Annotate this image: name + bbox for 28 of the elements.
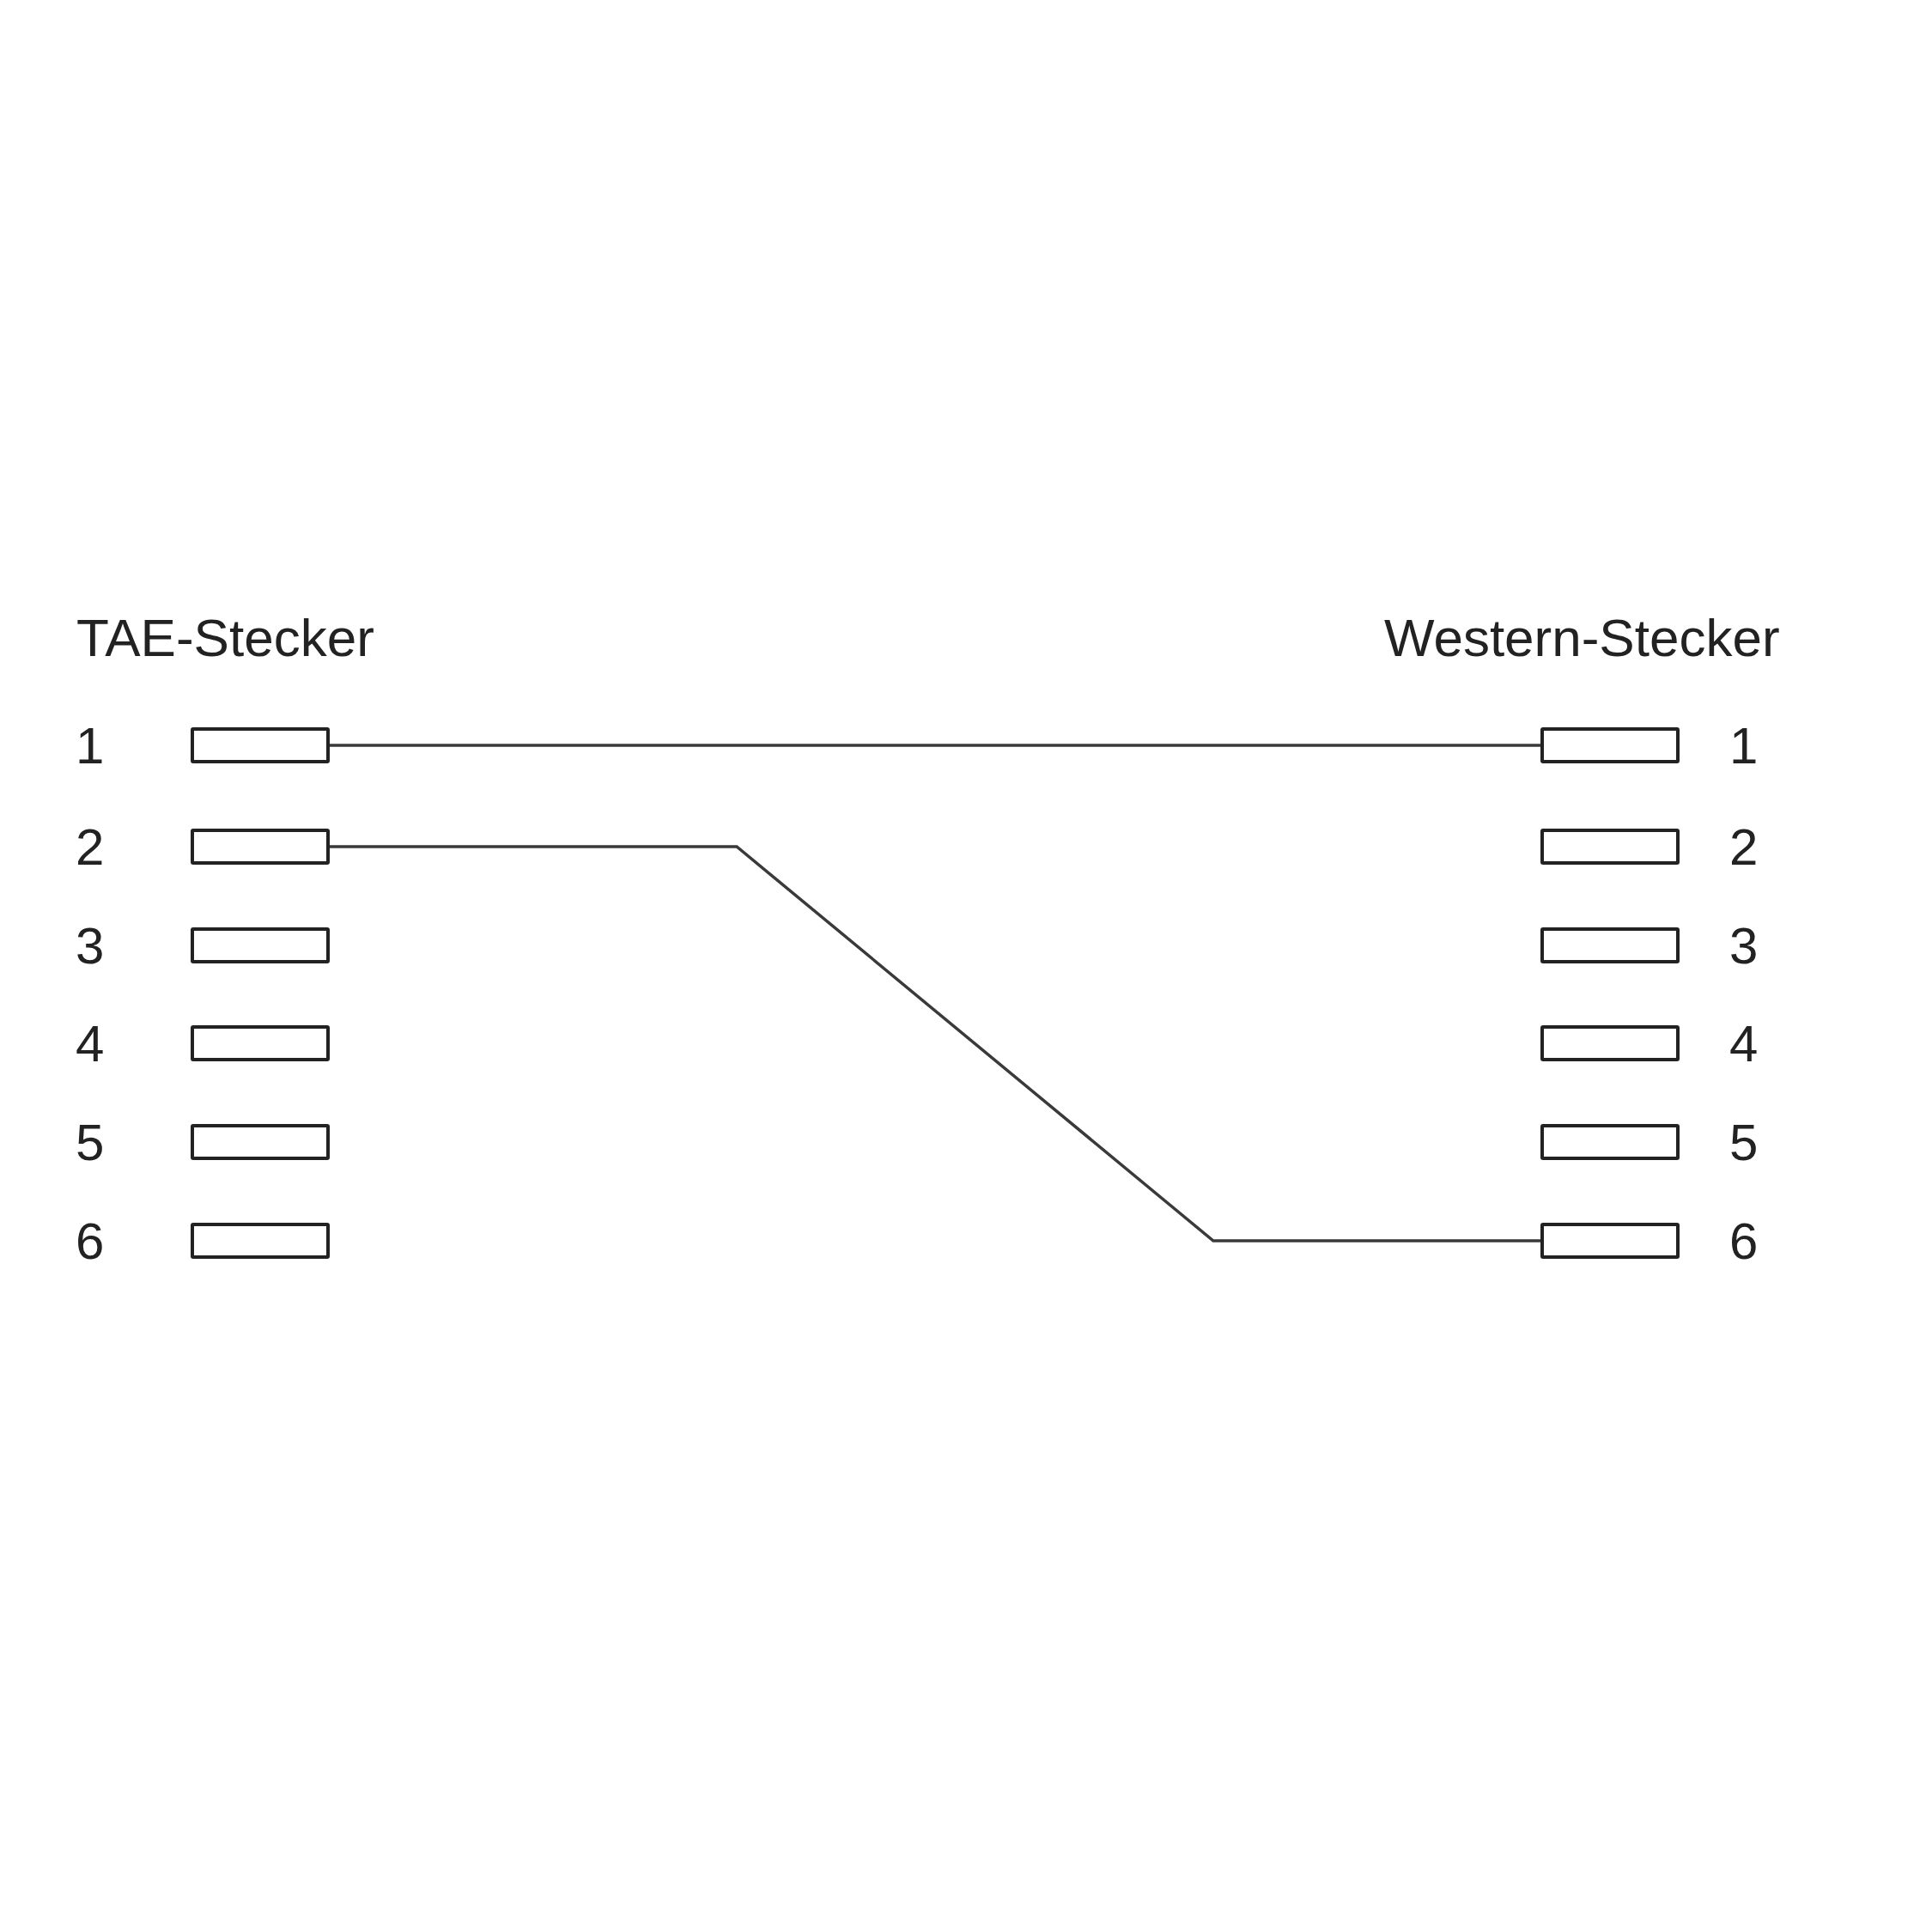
connector-heading: Western-Stecker	[1384, 611, 1780, 665]
pin-contact	[191, 829, 330, 865]
pin-contact	[1540, 927, 1680, 963]
pin-contact	[1540, 1025, 1680, 1061]
pin-number: 6	[76, 1216, 105, 1267]
pin-number: 1	[1729, 720, 1759, 772]
pin-number: 6	[1729, 1216, 1759, 1267]
pin-contact	[191, 1025, 330, 1061]
pin-number: 5	[76, 1117, 105, 1169]
pin-contact	[1540, 1124, 1680, 1160]
pin-number: 2	[76, 822, 105, 873]
wire-line	[330, 744, 1540, 747]
pin-contact	[1540, 727, 1680, 763]
pin-contact	[1540, 829, 1680, 865]
pin-number: 5	[1729, 1117, 1759, 1169]
pin-contact	[191, 727, 330, 763]
connector-heading: TAE-Stecker	[76, 611, 374, 665]
pin-number: 4	[76, 1018, 105, 1070]
pin-contact	[191, 1124, 330, 1160]
pin-number: 4	[1729, 1018, 1759, 1070]
pin-contact	[191, 927, 330, 963]
pin-contact	[1540, 1223, 1680, 1259]
pin-number: 3	[76, 920, 105, 972]
pin-number: 1	[76, 720, 105, 772]
wire-line	[330, 845, 1540, 1242]
pin-number: 3	[1729, 920, 1759, 972]
pin-number: 2	[1729, 822, 1759, 873]
pin-contact	[191, 1223, 330, 1259]
